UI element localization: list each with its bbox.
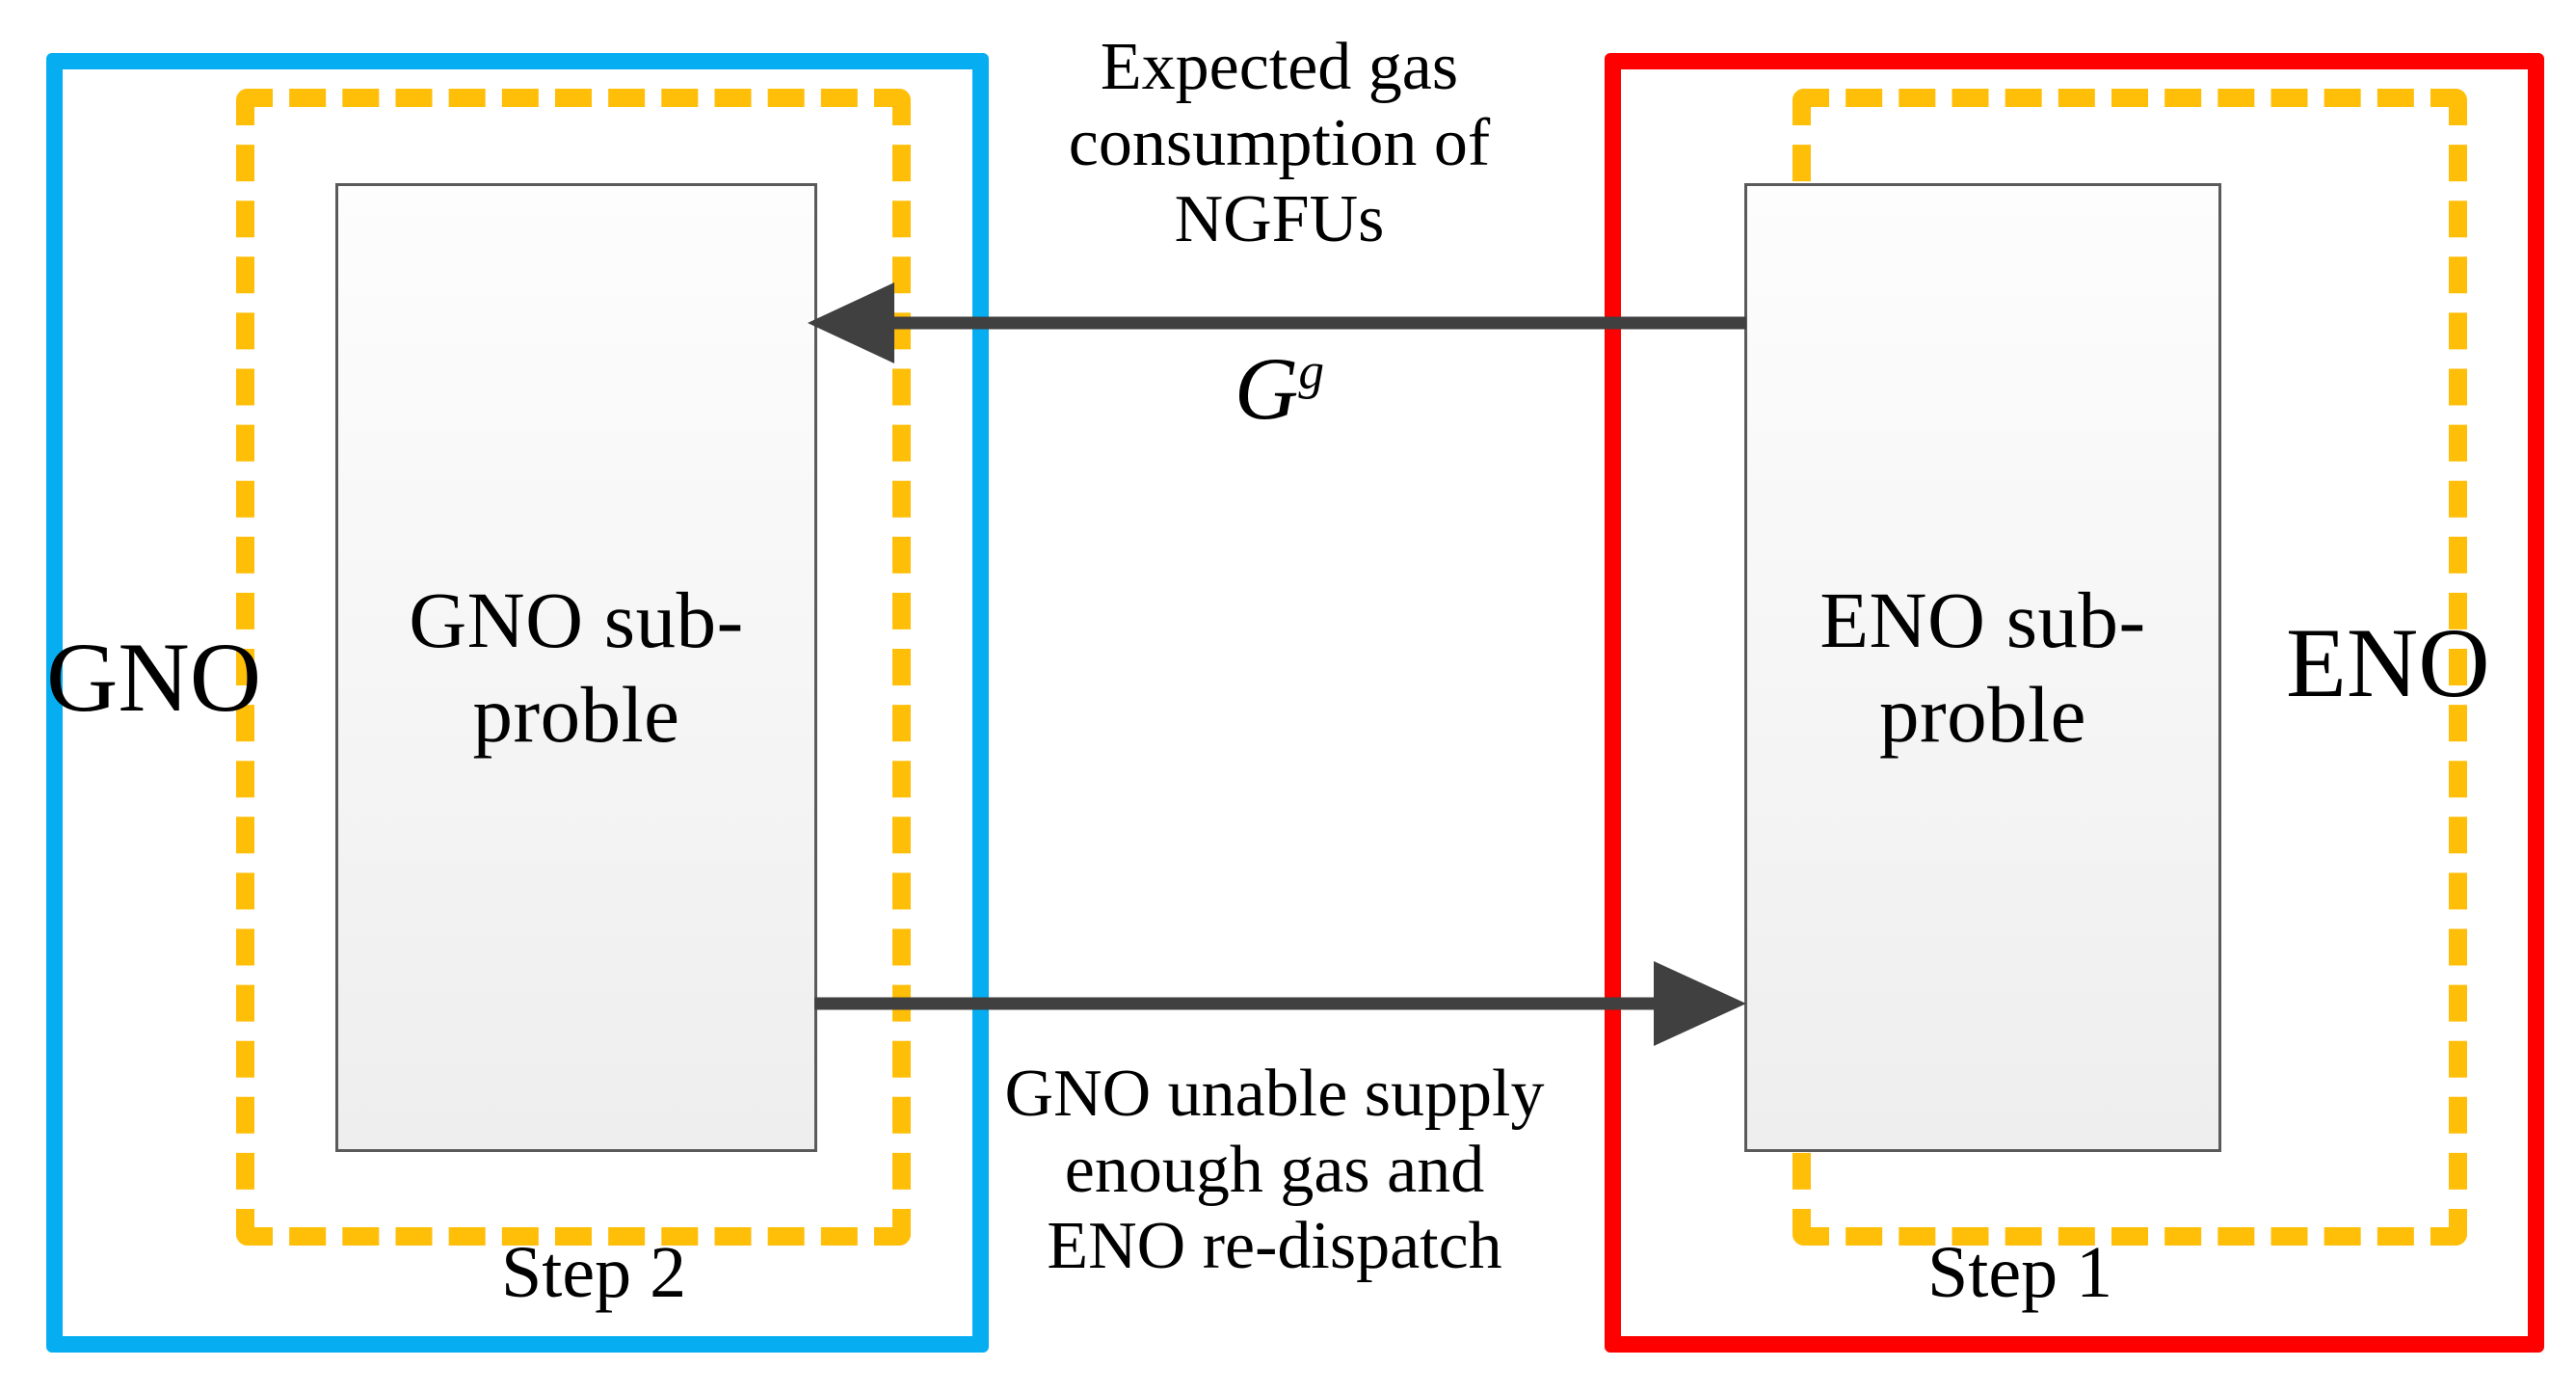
gno-subproblem-box: GNO sub- proble: [335, 183, 817, 1152]
gno-subproblem-label: GNO sub- proble: [409, 575, 744, 759]
symbol-base: G: [1234, 339, 1299, 438]
step-1-caption: Step 1: [1927, 1232, 2113, 1313]
eno-operator-label: ENO: [2286, 608, 2490, 718]
gno-operator-frame: [46, 53, 989, 1353]
step-2-caption: Step 2: [501, 1232, 687, 1313]
gno-operator-label: GNO: [46, 623, 262, 733]
symbol-superscript: g: [1298, 341, 1325, 400]
expected-gas-consumption-label: Expected gas consumption of NGFUs: [1068, 30, 1491, 257]
gno-shortage-feedback-label: GNO unable supply enough gas and ENO re-…: [1004, 1057, 1545, 1284]
eno-subproblem-box: ENO sub- proble: [1744, 183, 2221, 1152]
eno-subproblem-label: ENO sub- proble: [1819, 575, 2146, 759]
eno-operator-frame: [1605, 53, 2544, 1353]
step-2-dashed-frame: [236, 89, 911, 1246]
gas-consumption-symbol: Gg: [993, 339, 1566, 440]
